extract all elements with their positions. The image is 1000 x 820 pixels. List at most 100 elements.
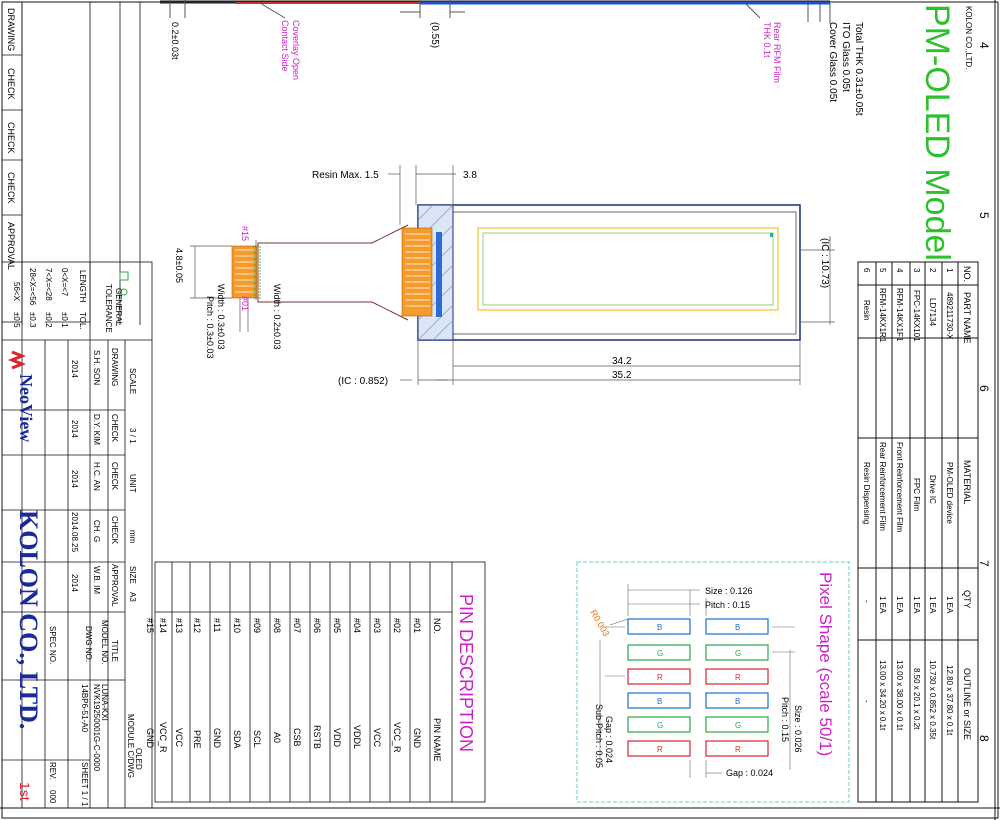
svg-text:2014: 2014 <box>70 420 79 438</box>
svg-text:D.Y. KIM: D.Y. KIM <box>92 414 101 445</box>
pixel-gap-bottom: Gap : 0.024 <box>726 768 773 778</box>
brand-edition: 1st <box>17 782 33 801</box>
pixel-size-side: Size : 0.026 <box>793 705 803 753</box>
dim-34-2: 34.2 <box>612 356 632 367</box>
svg-text:Contact Side: Contact Side <box>280 20 290 72</box>
svg-text:7<X=<28: 7<X=<28 <box>44 268 53 301</box>
pin-row-name: CSB <box>292 728 302 747</box>
svg-text:G: G <box>657 721 663 730</box>
pin-row-no: #03 <box>372 618 382 633</box>
svg-text:R: R <box>657 673 663 682</box>
pin-row-name: VCC_R <box>392 722 402 753</box>
svg-text:Total THK 0.31±0.05t: Total THK 0.31±0.05t <box>853 22 864 116</box>
tolerance-table: GENERAL TOLERANCE LENGTH TOL. 0<X=<7 ±0.… <box>12 268 129 333</box>
pin-row-no: #09 <box>252 618 262 633</box>
parts-header-material: MATERIAL <box>962 460 972 504</box>
dim-width-1: Width : 0.3±0.03 <box>216 284 226 349</box>
pin-row-name: GND <box>145 728 155 749</box>
pixel-radius: R0.003 <box>588 608 611 638</box>
dim-ic-height: (IC : 10.73) <box>819 238 830 288</box>
parts-row: 12.80 x 37.80 x 0.1t <box>945 665 954 736</box>
svg-text:R: R <box>735 745 741 754</box>
parts-row: Resin <box>862 300 871 320</box>
parts-table <box>857 261 979 803</box>
pixel-pitch-side: Pitch : 0.15 <box>780 697 790 742</box>
svg-text:±0.2: ±0.2 <box>44 312 53 328</box>
parts-row: 10.730 x 0.852 x 0.35t <box>928 660 937 740</box>
svg-text:000: 000 <box>48 790 57 804</box>
pixel-shape-title: Pixel Shape (scale 50/1) <box>816 572 835 756</box>
parts-row: 8.50 x 20.1 x 0.2t <box>912 668 921 730</box>
svg-text:APPROVAL: APPROVAL <box>110 564 119 607</box>
parts-row: - <box>862 600 871 603</box>
svg-text:SPEC NO.: SPEC NO. <box>48 626 57 664</box>
svg-text:4: 4 <box>977 42 991 49</box>
svg-text:0.2±0.03t: 0.2±0.03t <box>170 22 180 60</box>
parts-row: 1 EA <box>878 596 887 614</box>
svg-text:8: 8 <box>977 735 991 742</box>
parts-row: 3 <box>912 268 921 273</box>
svg-text:NVK19250001G-C-0000: NVK19250001G-C-0000 <box>92 684 101 772</box>
parts-row: Front Reinforcement Film <box>895 442 904 533</box>
approval-label: CHECK <box>6 122 16 154</box>
pixel-gap-side: Gap : 0.024 <box>604 716 614 763</box>
brand-neoview: NeoView <box>16 374 36 442</box>
pin-row-name: A0 <box>272 732 282 743</box>
pin-row-name: VDD <box>332 728 342 748</box>
pin-row-no: #01 <box>412 618 422 633</box>
svg-text:CHECK: CHECK <box>110 414 119 443</box>
svg-text:TOL.: TOL. <box>78 312 87 330</box>
svg-text:CHECK: CHECK <box>110 516 119 545</box>
projection-icon <box>119 271 129 281</box>
title-block <box>1 261 153 809</box>
pin-row-no: #05 <box>332 618 342 633</box>
svg-text:G: G <box>735 721 741 730</box>
svg-text:SHEET 1 / 1: SHEET 1 / 1 <box>80 762 89 807</box>
svg-text:CHECK: CHECK <box>110 462 119 491</box>
pin-row-name: GND <box>212 728 222 749</box>
svg-text:B: B <box>657 697 662 706</box>
module-dimensions <box>190 165 835 385</box>
svg-text:OLED: OLED <box>134 748 143 770</box>
pin-row-name: RSTB <box>312 725 322 749</box>
svg-text:REV.: REV. <box>48 762 57 780</box>
pin-row-no: #07 <box>292 618 302 633</box>
svg-text:2014: 2014 <box>70 574 79 592</box>
parts-row: 2 <box>928 268 937 273</box>
projection-circle-icon <box>120 288 128 296</box>
parts-header-no: NO. <box>962 266 972 282</box>
layer-stack: 0.2±0.03t (0.55) Coverlay Open Contact S… <box>160 0 864 116</box>
parts-header-name: PART NAME <box>962 292 972 344</box>
svg-text:W.B. IM: W.B. IM <box>92 566 101 594</box>
svg-text:2014: 2014 <box>70 470 79 488</box>
svg-text:GENERAL: GENERAL <box>114 288 123 327</box>
svg-text:Rear RFM Film: Rear RFM Film <box>772 22 782 83</box>
svg-text:±0.3: ±0.3 <box>28 312 37 328</box>
pin-row-no: #11 <box>212 618 222 632</box>
svg-text:R: R <box>657 745 663 754</box>
pin-row-name: VDDL <box>352 725 362 749</box>
pin-row-name: VCC_R <box>158 722 168 753</box>
svg-text:TOLERANCE: TOLERANCE <box>104 284 113 333</box>
approval-label: APPROVAL <box>6 222 16 270</box>
svg-text:R: R <box>735 673 741 682</box>
pixel-pitch-top: Pitch : 0.15 <box>705 600 750 610</box>
svg-text:28<X=<56: 28<X=<56 <box>28 268 37 306</box>
parts-row: 6 <box>862 268 871 273</box>
pin-table-title: PIN DESCRIPTION <box>456 594 476 752</box>
pin-header-no: NO. <box>432 618 442 634</box>
svg-text:7: 7 <box>977 560 991 567</box>
parts-row: 1 <box>945 268 954 273</box>
pin-first-label: #01 <box>240 296 250 311</box>
svg-text:G: G <box>735 649 741 658</box>
approval-label: DRAWING <box>6 8 16 51</box>
dim-pitch: Pitch : 0.3±0.03 <box>205 296 215 358</box>
svg-text:DWG NO.: DWG NO. <box>84 626 93 662</box>
svg-text:MODULE C/DWG: MODULE C/DWG <box>126 714 135 778</box>
parts-row: 13.00 x 38.00 x 0.1t <box>895 660 904 731</box>
parts-row: 1 EA <box>928 596 937 614</box>
svg-text:(0.55): (0.55) <box>429 22 440 48</box>
approval-label: CHECK <box>6 172 16 204</box>
dim-ic-width: (IC : 0.852) <box>338 376 388 387</box>
parts-row: 489211730-X <box>945 292 954 340</box>
